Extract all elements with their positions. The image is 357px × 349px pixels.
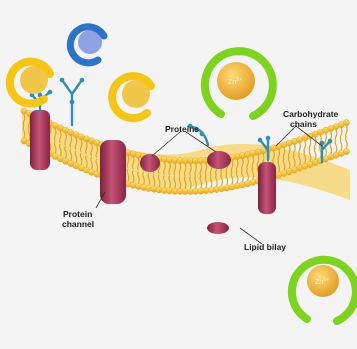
zinc-ion-icon: Zn2+ bbox=[292, 260, 356, 321]
lipid-head-outer bbox=[343, 120, 349, 126]
lipid-tail bbox=[340, 128, 342, 151]
c-ring-icon bbox=[10, 62, 50, 104]
label-chains: chains bbox=[290, 119, 317, 129]
label-channel: channel bbox=[62, 219, 94, 229]
c-ring-icon bbox=[70, 27, 104, 63]
label-protein: Protein bbox=[63, 209, 92, 219]
label-lipid-bilayer: Lipid bilay bbox=[244, 242, 286, 252]
lipid-tail bbox=[335, 130, 337, 153]
label-proteins: Proteins bbox=[165, 124, 199, 134]
c-ring-icon bbox=[112, 76, 151, 118]
label-carbohydrate: Carbohydrate bbox=[283, 109, 339, 119]
protein-center bbox=[207, 151, 231, 169]
lipid-head-inner bbox=[343, 148, 349, 154]
protein-left bbox=[30, 110, 50, 170]
lipid-tail bbox=[346, 126, 348, 149]
protein-right bbox=[258, 162, 276, 214]
protein-center-low bbox=[207, 222, 229, 234]
protein-mid bbox=[140, 154, 160, 172]
zinc-ion-icon: Zn2+ bbox=[205, 51, 273, 116]
